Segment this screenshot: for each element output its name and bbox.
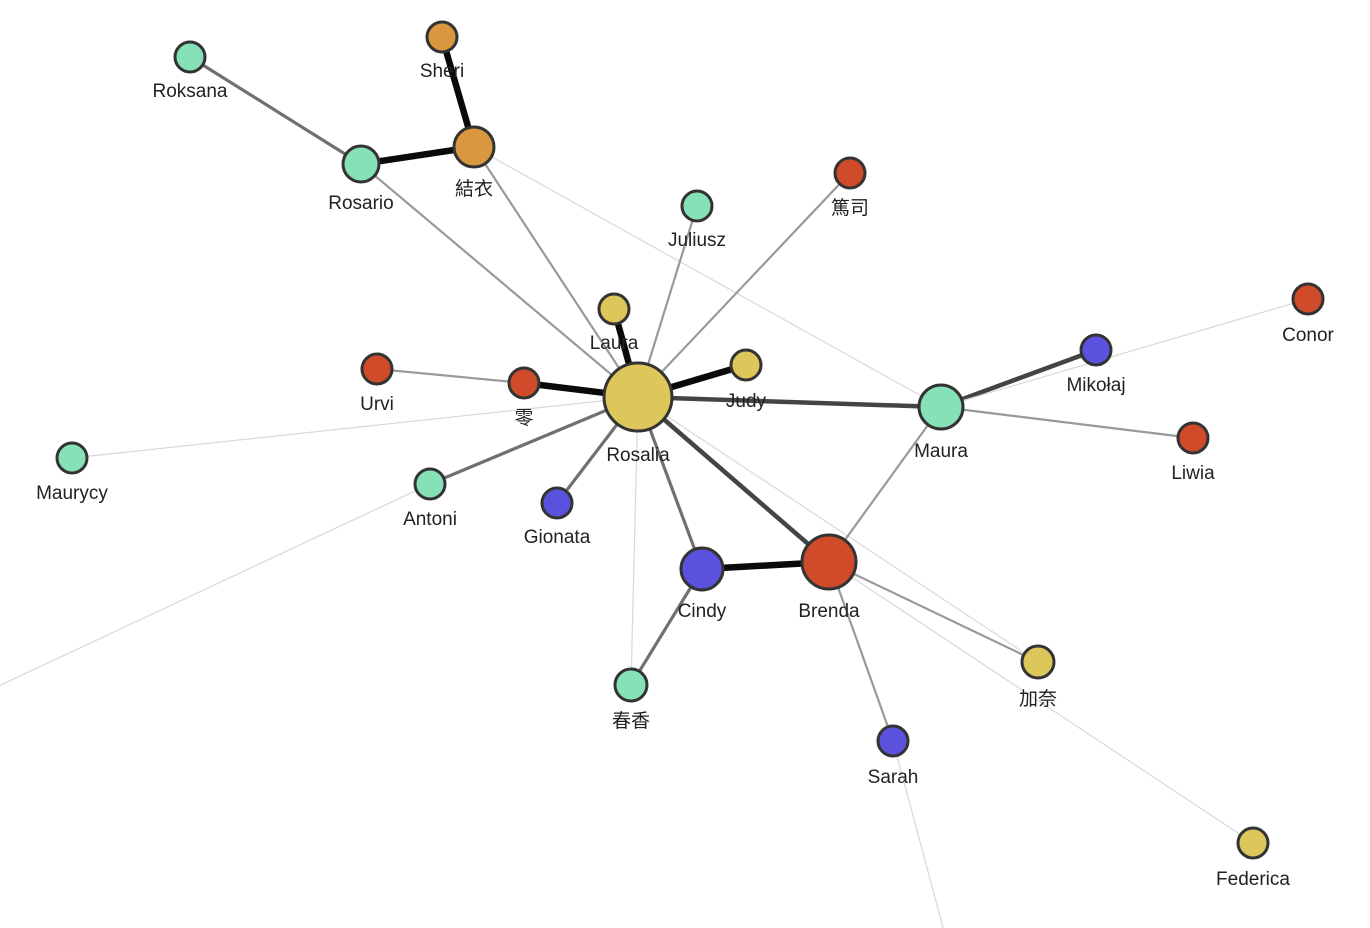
node-label: Brenda	[798, 601, 860, 622]
node-label: Maura	[914, 441, 968, 462]
node-antoni[interactable]: Antoni	[403, 467, 457, 530]
node-label: Sheri	[420, 61, 464, 82]
node-circle[interactable]	[507, 366, 541, 400]
edge-antoni-rosalia	[429, 395, 639, 486]
node-rosario[interactable]: Rosario	[328, 144, 394, 214]
edge-rosalia-maura	[637, 394, 942, 410]
edge-rosario-roksana	[189, 55, 362, 166]
node-circle[interactable]	[360, 352, 394, 386]
node-rei[interactable]: 零	[507, 366, 541, 429]
node-juliusz[interactable]: Juliusz	[668, 189, 726, 251]
edge-maura-liwia	[940, 405, 1194, 440]
node-urvi[interactable]: Urvi	[360, 352, 394, 415]
edge-cindy-haruka	[629, 568, 704, 686]
node-circle[interactable]	[413, 467, 447, 501]
node-label: Juliusz	[668, 230, 726, 251]
node-kana[interactable]: 加奈	[1019, 644, 1057, 710]
node-circle[interactable]	[679, 546, 725, 592]
node-laura[interactable]: Laura	[590, 292, 639, 354]
node-circle[interactable]	[540, 486, 574, 520]
node-mikolaj[interactable]: Mikołaj	[1066, 333, 1126, 396]
edge-maura-conor	[940, 298, 1309, 408]
node-label: Laura	[590, 333, 639, 354]
node-label: Sarah	[868, 767, 919, 788]
edge-rosalia-brenda	[636, 395, 831, 564]
node-gionata[interactable]: Gionata	[524, 486, 591, 548]
node-maura[interactable]: Maura	[914, 383, 968, 462]
edge-rosalia-kana	[637, 396, 1039, 663]
node-label: 篤司	[831, 197, 869, 219]
node-label: 春香	[612, 710, 650, 732]
node-circle[interactable]	[425, 20, 459, 54]
node-label: Conor	[1282, 325, 1334, 346]
node-label: Roksana	[153, 81, 228, 102]
node-circle[interactable]	[917, 383, 965, 431]
node-circle[interactable]	[613, 667, 649, 703]
node-circle[interactable]	[1236, 826, 1270, 860]
edge-haruka-rosalia	[630, 396, 639, 686]
node-atsushi[interactable]: 篤司	[831, 156, 869, 219]
node-yui[interactable]: 結衣	[452, 125, 496, 200]
edge-brenda-kana	[828, 561, 1039, 663]
edge-maurycy-rosalia	[71, 396, 639, 459]
edge-yui-maura	[473, 146, 942, 408]
links-layer	[0, 36, 1309, 928]
edge-rosario-rosalia	[360, 163, 639, 398]
node-circle[interactable]	[452, 125, 496, 169]
node-label: Mikołaj	[1066, 375, 1125, 396]
node-circle[interactable]	[1291, 282, 1325, 316]
node-circle[interactable]	[800, 533, 858, 591]
node-circle[interactable]	[680, 189, 714, 223]
node-circle[interactable]	[1020, 644, 1056, 680]
edge-brenda-maura	[828, 406, 942, 563]
node-circle[interactable]	[341, 144, 381, 184]
node-circle[interactable]	[173, 40, 207, 74]
node-circle[interactable]	[729, 348, 763, 382]
node-label: Maurycy	[36, 483, 108, 504]
node-circle[interactable]	[55, 441, 89, 475]
node-label: Urvi	[360, 394, 394, 415]
node-judy[interactable]: Judy	[726, 348, 767, 412]
node-circle[interactable]	[1079, 333, 1113, 367]
edge-sarah-offscreen-bottom	[892, 740, 944, 928]
node-label: Rosalia	[606, 445, 670, 466]
node-label: Rosario	[328, 193, 393, 214]
edge-yui-rosalia	[473, 146, 639, 398]
node-label: Judy	[726, 391, 767, 412]
node-label: 結衣	[455, 178, 493, 200]
node-brenda[interactable]: Brenda	[798, 533, 860, 622]
edge-rei-urvi	[376, 367, 525, 385]
node-roksana[interactable]: Roksana	[153, 40, 228, 102]
node-circle[interactable]	[597, 292, 631, 326]
node-label: Federica	[1216, 869, 1290, 890]
node-label: Liwia	[1171, 463, 1215, 484]
node-circle[interactable]	[833, 156, 867, 190]
node-sarah[interactable]: Sarah	[868, 724, 919, 788]
node-label: 零	[514, 408, 533, 429]
node-cindy[interactable]: Cindy	[678, 546, 727, 622]
node-federica[interactable]: Federica	[1216, 826, 1290, 890]
edge-brenda-federica	[828, 561, 1254, 844]
node-label: Cindy	[678, 601, 727, 622]
node-liwia[interactable]: Liwia	[1171, 421, 1215, 484]
node-maurycy[interactable]: Maurycy	[36, 441, 108, 504]
edge-brenda-sarah	[827, 561, 895, 742]
edge-atsushi-rosalia	[637, 172, 851, 398]
edge-antoni-offscreen-left	[0, 483, 431, 686]
node-rosalia[interactable]: Rosalia	[602, 361, 674, 466]
node-circle[interactable]	[602, 361, 674, 433]
node-haruka[interactable]: 春香	[612, 667, 650, 732]
node-label: Antoni	[403, 509, 457, 530]
node-circle[interactable]	[876, 724, 910, 758]
node-label: 加奈	[1019, 688, 1057, 710]
node-sheri[interactable]: Sheri	[420, 20, 464, 82]
node-label: Gionata	[524, 527, 591, 548]
edge-maura-mikolaj	[940, 347, 1097, 410]
node-circle[interactable]	[1176, 421, 1210, 455]
node-conor[interactable]: Conor	[1282, 282, 1335, 346]
